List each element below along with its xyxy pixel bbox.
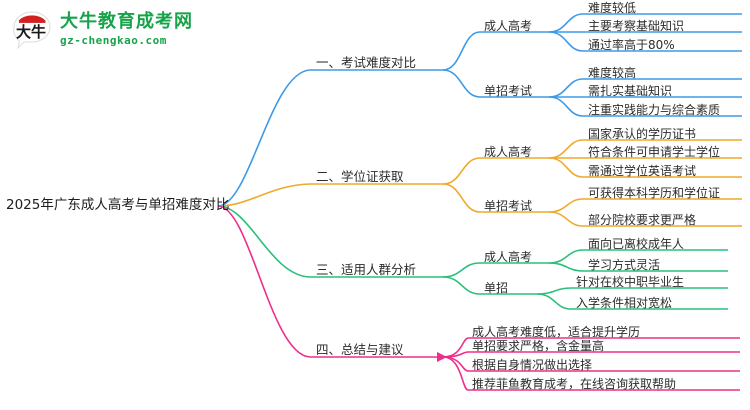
leaf-node[interactable]: 单招要求严格，含金量高 bbox=[472, 339, 605, 353]
logo-domain: gz-chengkao.com bbox=[60, 33, 167, 47]
branch-node-3[interactable]: 三、适用人群分析 bbox=[316, 262, 417, 277]
subbranch-node-3-1[interactable]: 成人高考 bbox=[484, 250, 533, 264]
subbranch-node-3-2[interactable]: 单招 bbox=[484, 281, 509, 295]
leaf-node[interactable]: 需扎实基础知识 bbox=[588, 84, 673, 98]
leaf-node[interactable]: 部分院校要求更严格 bbox=[588, 213, 697, 227]
leaf-node[interactable]: 学习方式灵活 bbox=[588, 258, 661, 272]
leaf-node[interactable]: 可获得本科学历和学位证 bbox=[588, 186, 721, 200]
mindmap-root-node[interactable]: 2025年广东成人高考与单招难度对比 bbox=[6, 197, 230, 213]
logo-text-block: 大牛教育成考网 gz-chengkao.com bbox=[60, 10, 193, 47]
branch-node-2[interactable]: 二、学位证获取 bbox=[316, 169, 404, 184]
branch-node-1[interactable]: 一、考试难度对比 bbox=[316, 55, 417, 70]
leaf-node[interactable]: 注重实践能力与综合素质 bbox=[588, 103, 721, 117]
subbranch-node-2-2[interactable]: 单招考试 bbox=[484, 199, 533, 213]
subbranch-node-1-1[interactable]: 成人高考 bbox=[484, 19, 533, 33]
subbranch-node-1-2[interactable]: 单招考试 bbox=[484, 84, 533, 98]
leaf-node[interactable]: 成人高考难度低，适合提升学历 bbox=[472, 325, 641, 339]
leaf-node[interactable]: 针对在校中职毕业生 bbox=[576, 275, 685, 289]
branch-node-4[interactable]: 四、总结与建议 bbox=[316, 342, 404, 357]
svg-text:大牛: 大牛 bbox=[16, 23, 46, 41]
leaf-node[interactable]: 通过率高于80% bbox=[588, 38, 675, 52]
leaf-node[interactable]: 推荐菲鱼教育成考，在线咨询获取帮助 bbox=[472, 377, 677, 391]
logo-title: 大牛教育成考网 bbox=[60, 10, 193, 32]
site-logo: 大牛 大牛教育成考网 gz-chengkao.com bbox=[10, 8, 193, 50]
leaf-node[interactable]: 需通过学位英语考试 bbox=[588, 164, 697, 178]
leaf-node[interactable]: 符合条件可申请学士学位 bbox=[588, 145, 721, 159]
leaf-node[interactable]: 国家承认的学历证书 bbox=[588, 127, 697, 141]
leaf-node[interactable]: 主要考察基础知识 bbox=[588, 19, 685, 33]
leaf-node[interactable]: 根据自身情况做出选择 bbox=[472, 358, 593, 372]
leaf-node[interactable]: 面向已离校成年人 bbox=[588, 237, 685, 251]
leaf-node[interactable]: 入学条件相对宽松 bbox=[576, 296, 673, 310]
logo-mark-icon: 大牛 bbox=[10, 8, 54, 50]
leaf-node[interactable]: 难度较高 bbox=[588, 66, 637, 80]
leaf-node[interactable]: 难度较低 bbox=[588, 1, 637, 15]
subbranch-node-2-1[interactable]: 成人高考 bbox=[484, 145, 533, 159]
